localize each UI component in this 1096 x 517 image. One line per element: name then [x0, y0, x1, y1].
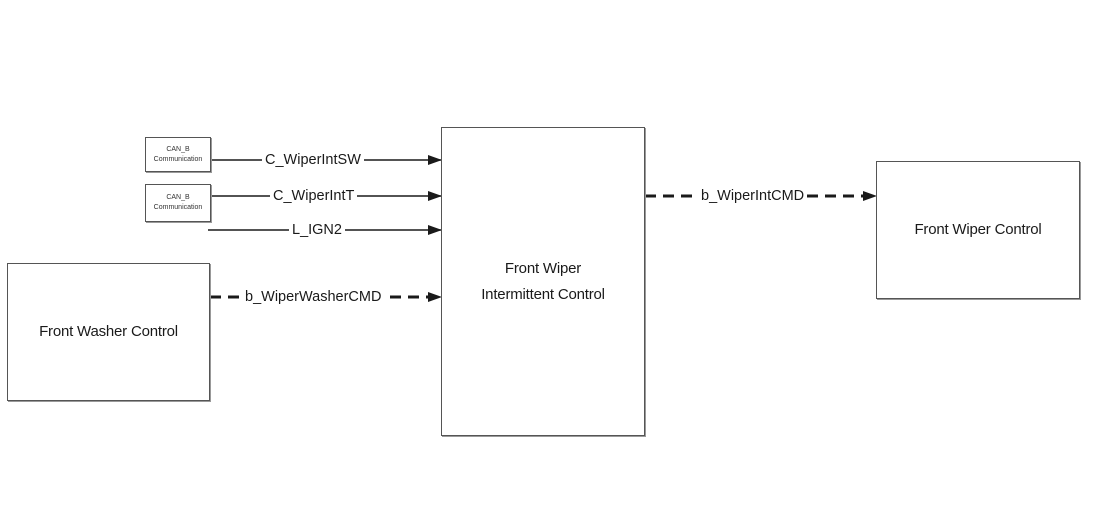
- signal-label-b-wiperwashercmd: b_WiperWasherCMD: [242, 289, 385, 305]
- front-washer-control-label: Front Washer Control: [39, 323, 178, 340]
- can-b-label: CAN_B: [166, 145, 190, 153]
- can-b-communication-block-1: CAN_B Communication: [145, 137, 211, 172]
- front-wiper-label: Front Wiper: [504, 259, 582, 277]
- can-b-communication-block-2: CAN_B Communication: [145, 184, 211, 222]
- signal-label-b-wiperintcmd: b_WiperIntCMD: [698, 188, 808, 204]
- communication-label: Communication: [153, 155, 203, 163]
- communication-label: Communication: [153, 204, 203, 211]
- intermittent-control-label: Intermittent Control: [481, 285, 605, 303]
- signal-label-c-wiperintsw: C_WiperIntSW: [262, 152, 364, 168]
- signal-label-c-wiperintt: C_WiperIntT: [270, 188, 358, 204]
- signal-label-l-ign2: L_IGN2: [289, 222, 345, 238]
- front-wiper-intermittent-control-block: Front Wiper Intermittent Control: [441, 127, 645, 436]
- front-wiper-control-block: Front Wiper Control: [876, 161, 1080, 299]
- front-washer-control-block: Front Washer Control: [7, 263, 210, 401]
- front-wiper-control-label: Front Wiper Control: [914, 221, 1042, 238]
- can-b-label: CAN_B: [166, 194, 190, 201]
